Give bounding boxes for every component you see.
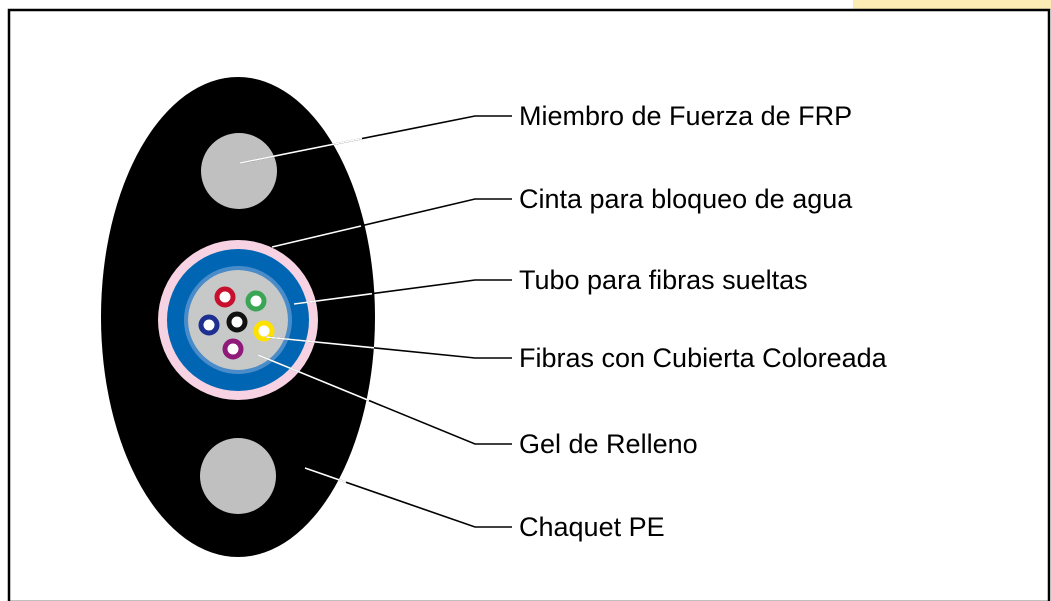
- fiber-blue: [198, 314, 220, 336]
- leader-line-tube-inner: [293, 292, 373, 305]
- leader-line-fibers-inner: [265, 336, 375, 349]
- leader-lines: [239, 115, 512, 528]
- label-colored-fibers: Fibras con Cubierta Coloreada: [519, 343, 887, 373]
- label-filling-gel: Gel de Relleno: [519, 429, 698, 459]
- fiber-purple: [222, 338, 244, 360]
- leader-line-gel-inner: [257, 354, 370, 402]
- leader-line-tape-inner: [271, 225, 362, 248]
- label-frp-strength-member: Miembro de Fuerza de FRP: [519, 101, 853, 131]
- leader-line-jacket-inner: [304, 467, 347, 483]
- leader-line-jacket: [304, 467, 512, 528]
- leader-line-frp-inner: [239, 137, 363, 164]
- strength-member-top: [201, 133, 277, 209]
- fiber-yellow: [253, 320, 275, 342]
- colored-fibers: [198, 286, 275, 360]
- fiber-red: [214, 286, 236, 308]
- diagram-border: [7, 8, 1051, 601]
- strength-member-bottom: [200, 438, 276, 514]
- label-loose-tube: Tubo para fibras sueltas: [519, 265, 808, 295]
- label-pe-jacket: Chaquet PE: [519, 512, 665, 542]
- accent-tab: [853, 0, 1051, 10]
- label-water-blocking-tape: Cinta para bloqueo de agua: [519, 184, 853, 214]
- fiber-green: [245, 290, 267, 312]
- fiber-black: [226, 311, 248, 333]
- loose-tube-inner-ring: [184, 266, 292, 374]
